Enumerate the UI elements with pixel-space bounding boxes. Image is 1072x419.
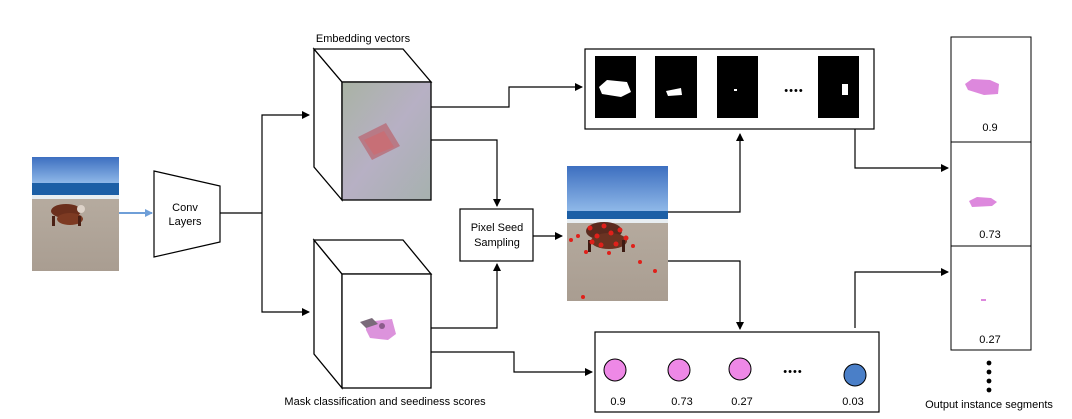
scores-ellipsis: •••• [783, 366, 802, 378]
output-segment-3 [950, 245, 1032, 351]
seeded-to-outputs-connector [431, 83, 744, 376]
embedding-label: Embedding vectors [316, 33, 411, 45]
score-circle-4 [843, 363, 867, 387]
output-vertical-dots [986, 360, 992, 393]
scores-to-output-connector [854, 268, 949, 328]
mask-tile-2 [655, 56, 697, 118]
input-image [32, 157, 119, 271]
masks-to-output-connector [854, 129, 949, 172]
score-value-2: 0.73 [671, 396, 692, 408]
seed-label-line2: Sampling [474, 237, 520, 249]
score-value-3: 0.27 [731, 396, 752, 408]
mask-tile-3 [717, 56, 758, 118]
masks-ellipsis: •••• [784, 85, 803, 97]
conv-label-line1: Conv [172, 202, 198, 214]
mask-tile-5 [818, 56, 859, 118]
seed-label-line1: Pixel Seed [471, 222, 524, 234]
score-circle-3 [728, 357, 752, 381]
output-label: Output instance segments [925, 399, 1053, 411]
conv-to-cubes-connector [220, 111, 310, 316]
score-value-1: 0.9 [610, 396, 625, 408]
pixel-seed-sampling-box [459, 208, 534, 262]
conv-label-line2: Layers [168, 216, 202, 228]
score-value-4: 0.03 [842, 396, 863, 408]
seeded-image [567, 166, 668, 301]
mask-label: Mask classification and seediness scores [284, 396, 486, 408]
output-segment-2 [950, 141, 1032, 247]
conv-layers-block [153, 170, 221, 258]
score-circle-2 [667, 358, 691, 382]
cubes-to-seed-connector [431, 139, 563, 329]
segment-score-3: 0.27 [979, 334, 1000, 346]
segment-score-2: 0.73 [979, 229, 1000, 241]
mask-cube [312, 238, 433, 390]
score-circle-1 [603, 358, 627, 382]
embedding-cube [312, 47, 433, 202]
mask-tile-1 [595, 56, 636, 118]
output-segment-1 [950, 36, 1032, 143]
segment-score-1: 0.9 [982, 122, 997, 134]
